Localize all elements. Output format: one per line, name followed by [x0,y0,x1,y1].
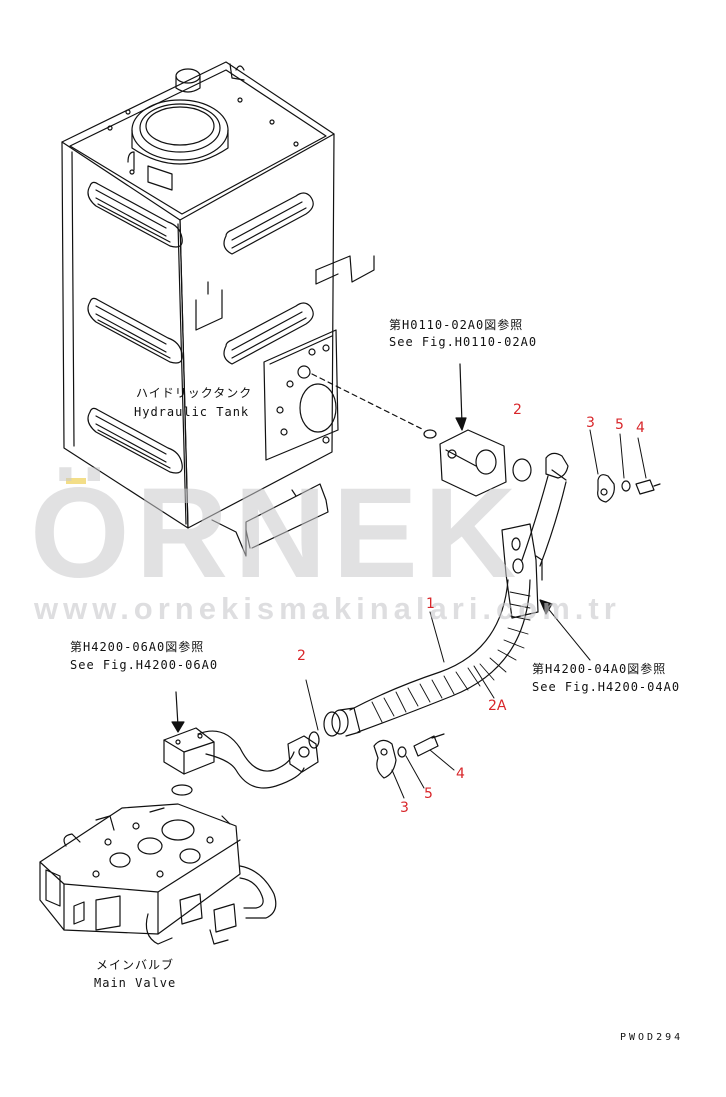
hydraulic-tank-label-jp: ハイドリックタンク [136,386,253,400]
reference-top-jp: 第H0110-02A0図参照 [389,318,524,332]
hose-assembly-drawing [323,452,591,737]
callout-top-5: 5 [615,417,624,433]
callout-top-3: 3 [586,415,595,431]
callout-hose-2a: 2A [488,698,507,714]
left-pipe-drawing [163,679,320,796]
flange-top-drawing [439,363,532,497]
reference-right-en: See Fig.H4200-04A0 [532,680,681,694]
callout-left-2: 2 [297,648,306,664]
top-clamp-drawing [589,429,661,503]
main-valve-drawing [39,803,277,945]
reference-right-jp: 第H4200-04A0図参照 [532,662,667,676]
watermark-accent-bar [66,478,86,484]
watermark-layer [66,478,86,484]
hydraulic-tank-label-en: Hydraulic Tank [134,405,250,419]
callout-bottom-4: 4 [456,766,465,782]
reference-left-en: See Fig.H4200-06A0 [70,658,219,672]
drawing-code: PWOD294 [620,1032,684,1043]
callout-hose-1: 1 [426,596,435,612]
reference-left-jp: 第H4200-06A0図参照 [70,640,205,654]
callout-top-4: 4 [636,420,645,436]
main-valve-label-jp: メインバルブ [96,958,175,972]
callout-bottom-5: 5 [424,786,433,802]
hydraulic-tank-drawing [61,61,437,557]
callout-bottom-3: 3 [400,800,409,816]
bottom-clamp-drawing [373,733,455,799]
reference-top-en: See Fig.H0110-02A0 [389,335,538,349]
callout-top-2: 2 [513,402,522,418]
main-valve-label-en: Main Valve [94,976,177,990]
watermark-site: www.ornekismakinalari.com.tr [34,591,621,626]
watermark-brand: ÖRNEK [30,462,523,605]
